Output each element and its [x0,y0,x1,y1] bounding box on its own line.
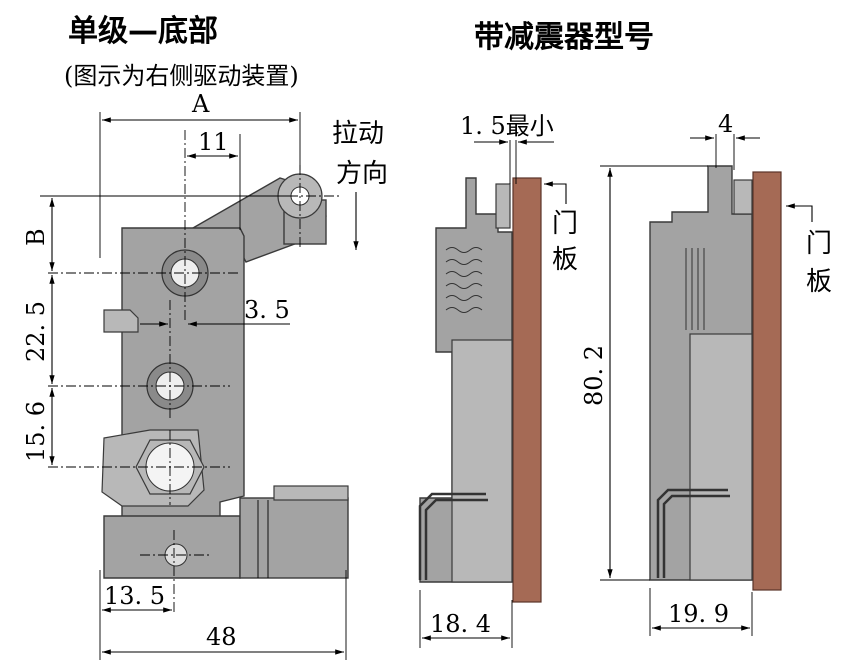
dim-3-5: 3. 5 [244,296,290,324]
dim-48: 48 [206,623,237,651]
door-label-2b: 板 [806,267,832,297]
left-view-subtitle: (图示为右侧驱动装置) [64,62,299,90]
door-label-1b: 板 [552,245,578,275]
dim-min-gap: 1. 5最小 [460,112,554,140]
dim-11: 11 [198,128,229,156]
middle-side-view: 1. 5最小 门 板 18. 4 [418,112,578,648]
dim-80-2: 80. 2 [580,345,608,406]
damper-cap [273,485,349,501]
middle-springs [445,247,483,313]
dim-15-6: 15. 6 [22,401,50,462]
middle-top-stop [495,183,511,229]
dim-4: 4 [718,110,733,138]
right-view-title: 带减震器型号 [474,20,654,55]
door-label-2a: 门 [806,229,832,259]
damper-block [239,497,349,579]
dim-B: B [22,228,50,246]
dim-22-5: 22. 5 [22,301,50,362]
right-top-stop [733,179,753,215]
side-tab [103,309,139,333]
pull-direction-label-1: 拉动 [332,119,384,149]
right-springs [685,248,705,330]
right-side-view: 4 80. 2 门 板 19. 9 [580,110,832,636]
door-panel-2 [752,171,782,591]
dim-19-9: 19. 9 [668,600,729,628]
right-damper [689,333,753,581]
left-latch-drawing: A 11 B 22. 5 15. 6 3. 5 13. 5 48 拉动 方向 [22,90,388,660]
door-panel-1 [512,177,542,603]
dim-18-4: 18. 4 [430,610,491,638]
pull-direction-label-2: 方向 [336,159,388,189]
door-label-1a: 门 [552,209,578,239]
dim-13-5: 13. 5 [104,582,165,610]
middle-damper [451,339,513,583]
left-view-title: 单级—底部 [68,14,218,49]
dim-A: A [191,90,210,118]
